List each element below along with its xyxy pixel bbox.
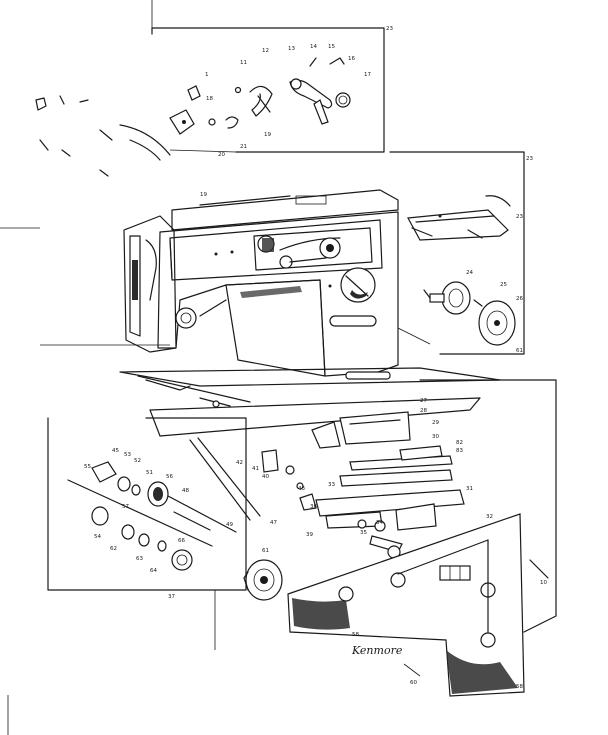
callout-66: 66 <box>178 538 185 544</box>
callout-20: 20 <box>218 152 225 158</box>
callout-42: 42 <box>236 460 243 466</box>
callout-61-handwheel: 61 <box>262 548 269 554</box>
callout-17: 17 <box>364 72 371 78</box>
callout-19: 19 <box>264 132 271 138</box>
callout-52: 52 <box>134 458 141 464</box>
callout-33: 33 <box>328 482 335 488</box>
bobbin-inset-panel: 37 45 48 49 51 52 53 54 55 56 57 62 63 6… <box>47 417 247 600</box>
callout-25: 25 <box>500 282 507 288</box>
callout-83: 83 <box>456 448 463 454</box>
callout-18: 18 <box>206 96 213 102</box>
callout-10: 10 <box>540 580 547 586</box>
callout-57: 57 <box>122 504 129 510</box>
callout-40: 40 <box>262 474 269 480</box>
kenmore-brand-script: Kenmore <box>351 644 403 657</box>
callout-31: 31 <box>466 486 473 492</box>
callout-23-rear: 23 <box>516 214 523 220</box>
callout-36: 36 <box>310 504 317 510</box>
handwheel-knob-part <box>473 299 516 346</box>
callout-82: 82 <box>456 440 463 446</box>
scan-frame-lines <box>0 0 216 735</box>
callout-58-left: 58 <box>352 632 359 638</box>
callout-group-front: 32 <box>486 514 493 520</box>
callout-51: 51 <box>146 470 153 476</box>
callout-58-right: 58 <box>516 684 523 690</box>
bobbin-shaft-parts <box>91 461 237 571</box>
callout-53: 53 <box>124 452 131 458</box>
feed-mechanism-parts: 27 28 29 30 82 83 31 33 34 35 36 39 40 4… <box>236 398 473 559</box>
callout-64: 64 <box>150 568 157 574</box>
callout-34: 34 <box>376 520 383 526</box>
callout-61-knob: 61 <box>516 348 523 354</box>
callout-45: 45 <box>112 448 119 454</box>
loose-screws-left <box>35 95 171 177</box>
callout-14: 14 <box>310 44 317 50</box>
handwheel-part: 61 <box>243 548 283 601</box>
rear-bracket-part <box>407 195 511 241</box>
callout-47: 47 <box>270 520 277 526</box>
callout-30: 30 <box>432 434 439 440</box>
callout-11: 11 <box>240 60 247 66</box>
take-up-lever-part <box>289 78 351 125</box>
callout-63: 63 <box>136 556 143 562</box>
callout-13: 13 <box>288 46 295 52</box>
callout-12: 12 <box>262 48 269 54</box>
callout-group-bobbin: 37 <box>168 594 175 600</box>
front-cover-panel: 32 Kenmore 60 58 58 10 <box>287 379 557 697</box>
rear-inset-panel: 23 23 24 25 26 61 <box>389 151 533 355</box>
callout-group-rear: 23 <box>526 156 533 162</box>
callout-15: 15 <box>328 44 335 50</box>
callout-60: 60 <box>410 680 417 686</box>
callout-19-casting: 19 <box>200 192 207 198</box>
callout-29: 29 <box>432 420 439 426</box>
stitch-dial-part <box>423 281 471 315</box>
callout-26: 26 <box>516 296 523 302</box>
callout-21: 21 <box>240 144 247 150</box>
callout-group-top: 23 <box>386 26 393 32</box>
callout-56: 56 <box>166 474 173 480</box>
callout-62: 62 <box>110 546 117 552</box>
tension-hook-part <box>169 57 345 135</box>
callout-27: 27 <box>420 398 427 404</box>
callout-54: 54 <box>94 534 101 540</box>
callout-28: 28 <box>420 408 427 414</box>
callout-39: 39 <box>306 532 313 538</box>
callout-16: 16 <box>348 56 355 62</box>
callout-24: 24 <box>466 270 473 276</box>
machine-head-casting: 19 <box>123 189 399 377</box>
top-inset-panel: 23 <box>35 26 393 177</box>
callout-35: 35 <box>360 530 367 536</box>
callout-1: 1 <box>205 72 209 78</box>
callout-55: 55 <box>84 464 91 470</box>
callout-41: 41 <box>252 466 259 472</box>
callout-49: 49 <box>226 522 233 528</box>
callout-43: 43 <box>298 486 305 492</box>
callout-48: 48 <box>182 488 189 494</box>
